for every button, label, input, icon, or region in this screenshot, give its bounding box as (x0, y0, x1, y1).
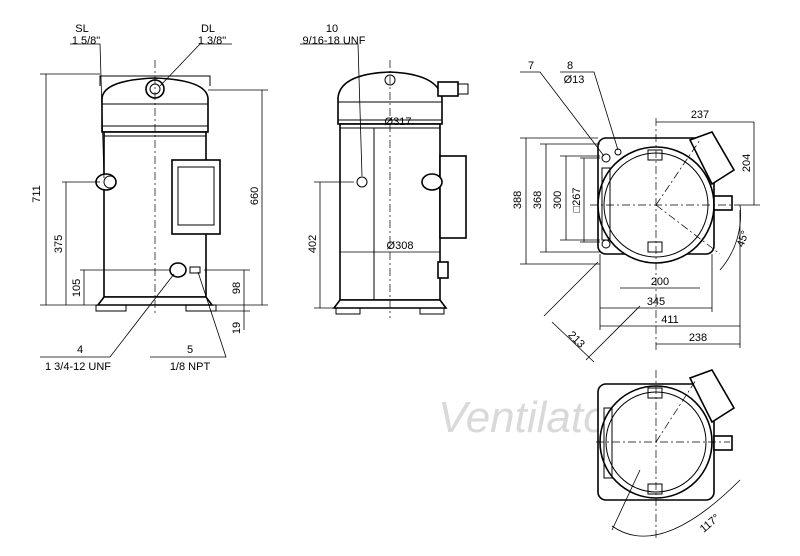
label-sl: SL (75, 23, 88, 35)
dim-19: 19 (231, 322, 243, 334)
label-dl-size: 1 3/8" (198, 35, 226, 47)
bottom-view (596, 369, 741, 540)
label-item4-spec: 1 3/4-12 UNF (45, 361, 111, 373)
dim-237: 237 (691, 109, 709, 121)
label-item10: 10 (326, 23, 338, 35)
label-item8-spec: Ø13 (564, 74, 585, 86)
dim-117deg: 117° (698, 512, 723, 535)
dim-sq267: □267 (571, 188, 583, 213)
dim-d308: Ø308 (387, 240, 414, 252)
dim-411: 411 (661, 314, 679, 326)
front-terminal-box (171, 159, 221, 235)
dim-660: 660 (249, 187, 261, 205)
dim-213: 213 (565, 329, 586, 350)
top-view (520, 71, 760, 363)
dim-238: 238 (689, 332, 707, 344)
dim-345: 345 (647, 296, 665, 308)
label-item5-spec: 1/8 NPT (170, 361, 211, 373)
dim-98: 98 (231, 282, 243, 294)
label-item7: 7 (528, 60, 534, 72)
dim-105: 105 (71, 279, 83, 297)
dim-45deg: 45° (735, 229, 752, 249)
side-view (300, 43, 469, 318)
dim-204: 204 (741, 154, 753, 172)
front-view (40, 43, 268, 358)
dim-388: 388 (512, 191, 524, 209)
dim-711: 711 (31, 185, 43, 203)
dim-d317: Ø317 (385, 116, 412, 128)
label-item4: 4 (77, 344, 83, 356)
dim-375: 375 (53, 235, 65, 253)
label-item5: 5 (187, 344, 193, 356)
dim-368: 368 (532, 191, 544, 209)
oil-fitting-icon (169, 262, 187, 278)
dim-200: 200 (651, 276, 669, 288)
dim-300: 300 (552, 191, 564, 209)
label-item10-spec: 9/16-18 UNF (303, 35, 366, 47)
label-dl: DL (201, 23, 215, 35)
label-sl-size: 1 5/8" (72, 35, 100, 47)
label-item8: 8 (567, 60, 573, 72)
dim-402: 402 (307, 235, 319, 253)
